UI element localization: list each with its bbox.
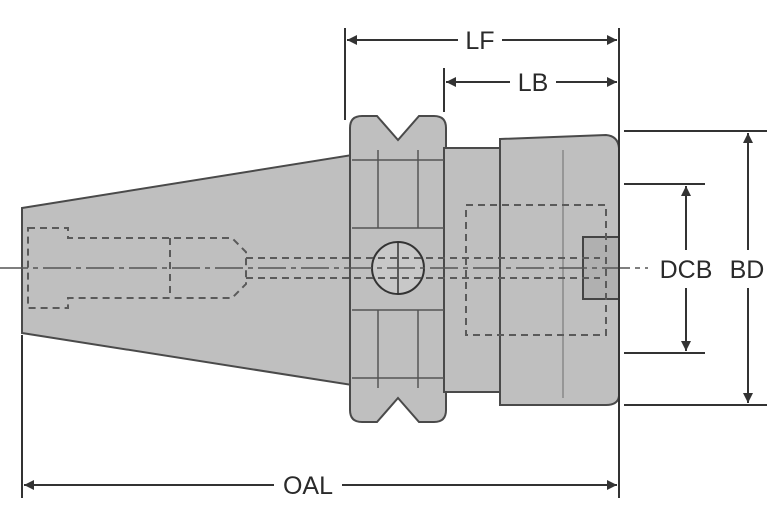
neck — [443, 147, 503, 393]
lb-label: LB — [518, 69, 549, 97]
flange-details — [352, 150, 564, 398]
lf-label: LF — [465, 27, 494, 55]
tool-body — [21, 115, 620, 423]
dcb-label: DCB — [660, 256, 713, 284]
oal-label: OAL — [283, 472, 333, 500]
hidden-lines — [27, 204, 607, 336]
bd-label: BD — [730, 256, 765, 284]
taper-shank — [21, 153, 353, 387]
